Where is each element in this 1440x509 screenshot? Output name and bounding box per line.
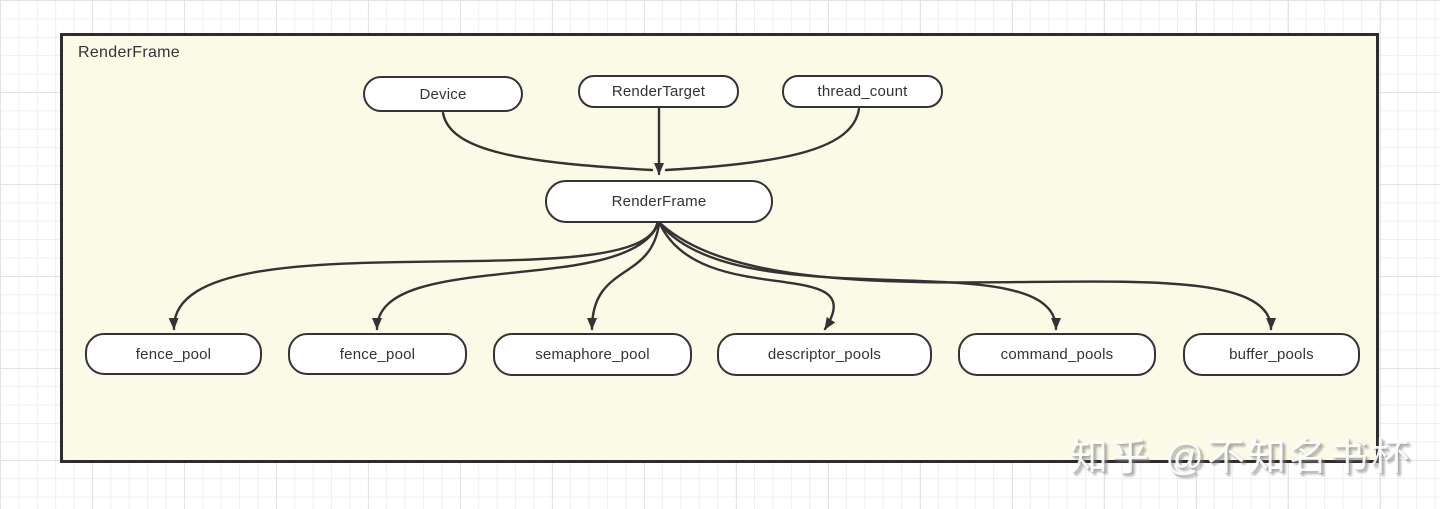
node-render-frame-label: RenderFrame	[611, 193, 707, 210]
node-descriptor-pools: descriptor_pools	[717, 333, 932, 376]
node-command-pools: command_pools	[958, 333, 1156, 376]
node-device-label: Device	[419, 85, 467, 103]
node-descriptor-pools-label: descriptor_pools	[767, 346, 882, 363]
node-thread-count: thread_count	[782, 75, 943, 108]
node-command-pools-label: command_pools	[1000, 346, 1114, 363]
node-semaphore-pool: semaphore_pool	[493, 333, 692, 376]
node-render-target-label: RenderTarget	[611, 83, 706, 100]
node-thread-count-label: thread_count	[817, 83, 908, 100]
node-render-target: RenderTarget	[578, 75, 739, 108]
node-fence-pool-2: fence_pool	[288, 333, 467, 375]
node-buffer-pools-label: buffer_pools	[1229, 346, 1314, 363]
zhihu-watermark: 知乎 @不知名书杯	[1069, 437, 1412, 479]
node-fence-pool-2-label: fence_pool	[339, 345, 416, 363]
container-label: RenderFrame	[78, 44, 181, 61]
node-fence-pool-1: fence_pool	[85, 333, 262, 375]
node-buffer-pools: buffer_pools	[1183, 333, 1360, 376]
node-semaphore-pool-label: semaphore_pool	[535, 346, 650, 363]
node-render-frame: RenderFrame	[545, 180, 773, 223]
node-fence-pool-1-label: fence_pool	[135, 345, 212, 363]
node-device: Device	[363, 76, 523, 112]
